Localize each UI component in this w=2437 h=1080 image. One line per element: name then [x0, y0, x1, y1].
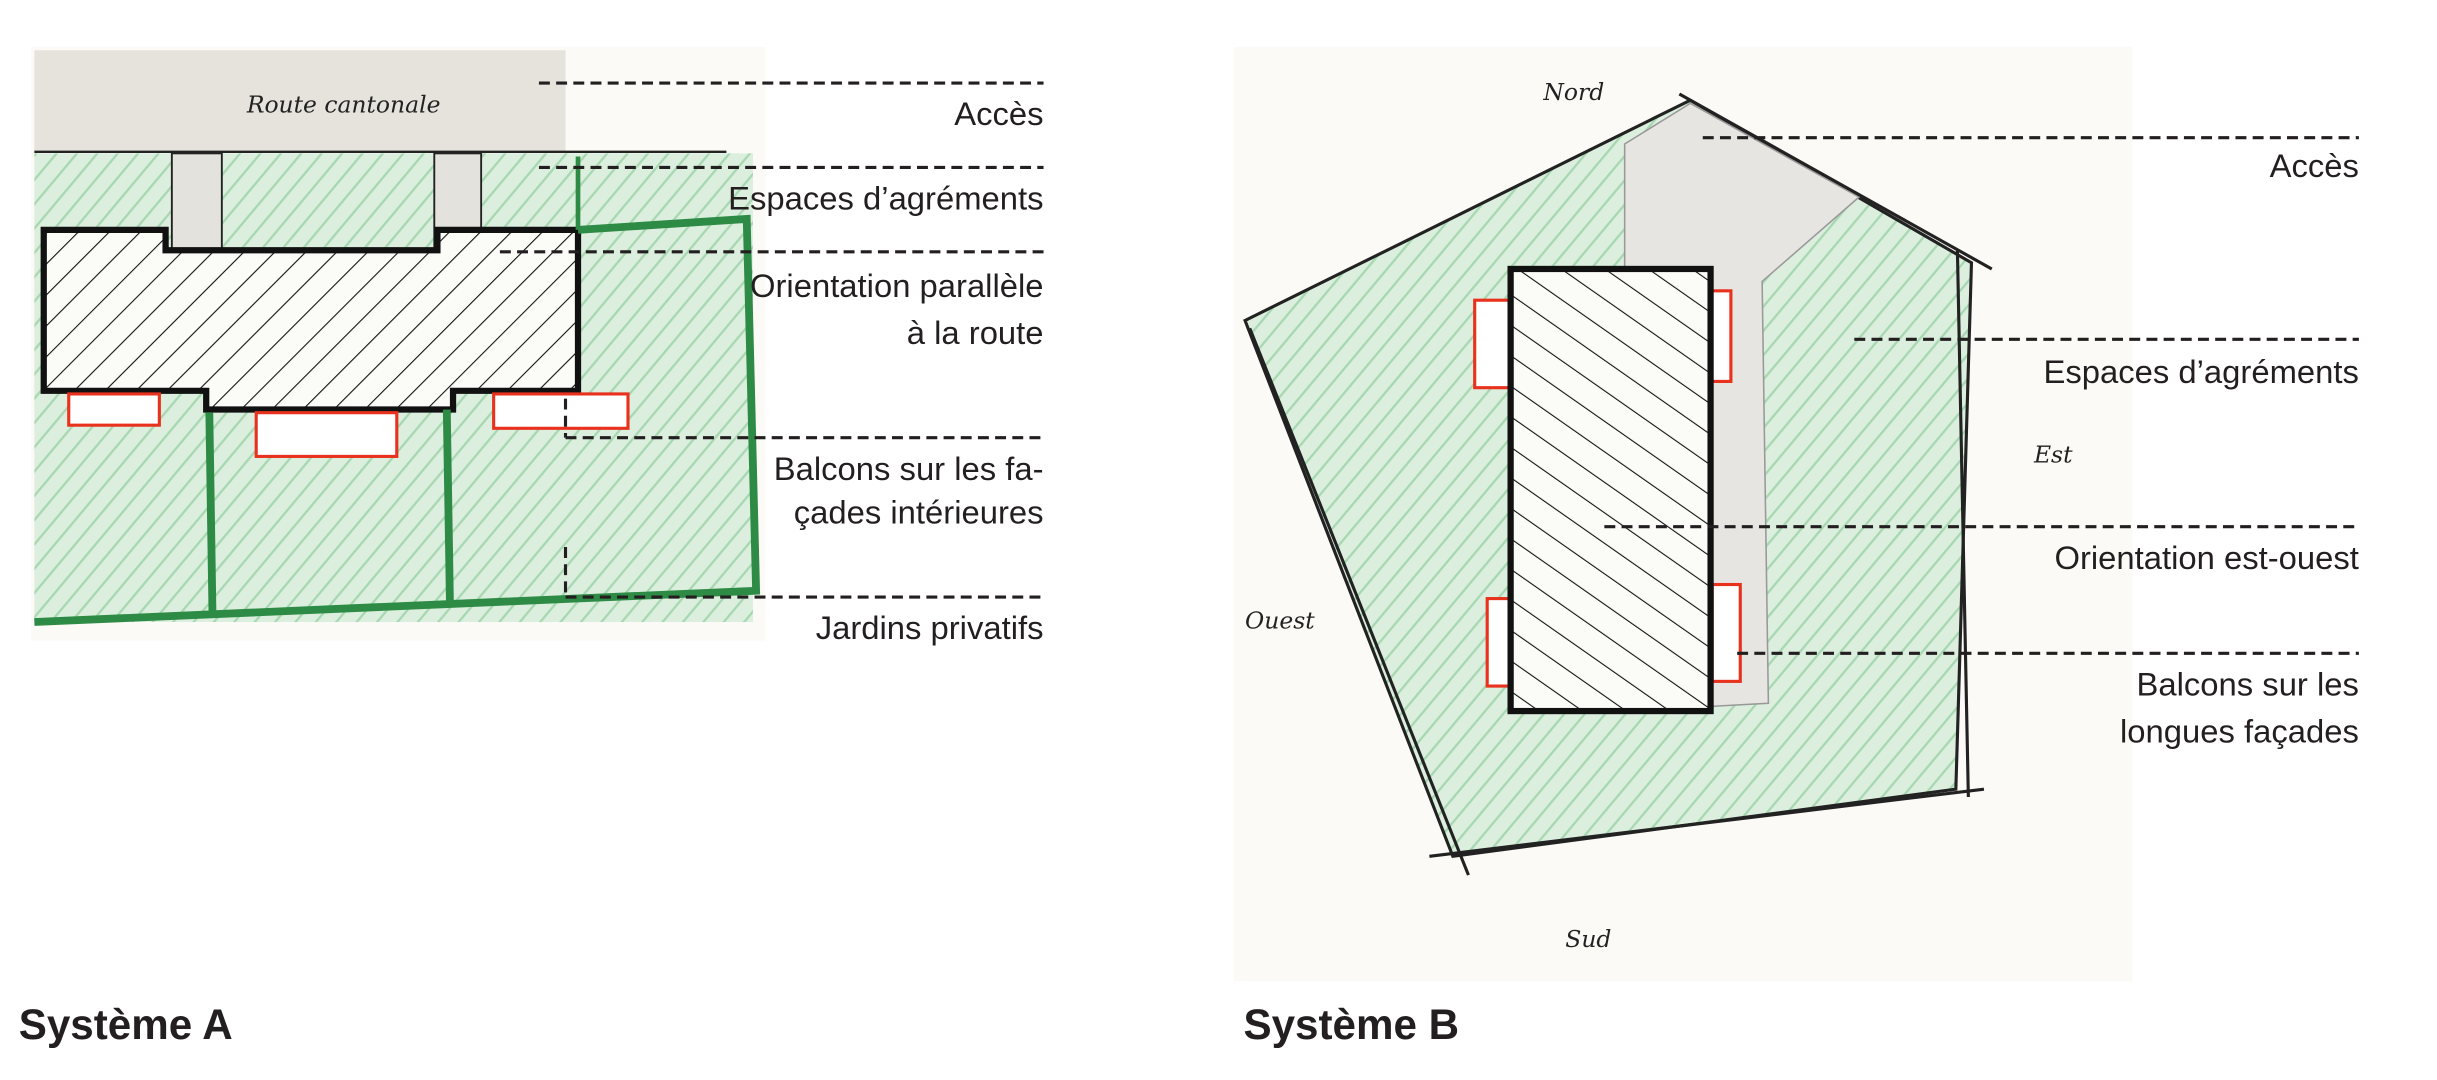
label-a-access: Accès [954, 95, 1043, 132]
label-a-orientation-1: Orientation parallèle [750, 267, 1044, 304]
label-b-access: Accès [2270, 147, 2359, 184]
road-band [34, 50, 566, 152]
compass-west: Ouest [1245, 606, 1315, 634]
label-a-balconies-1: Balcons sur les fa- [774, 450, 1044, 487]
compass-north: Nord [1542, 78, 1604, 106]
system-b-title: Système B [1243, 1001, 1459, 1048]
building-b [1507, 265, 1714, 715]
label-a-balconies-2: çades intérieures [794, 494, 1044, 531]
label-a-gardens: Jardins privatifs [816, 609, 1044, 646]
label-b-orientation: Orientation est-ouest [2054, 539, 2358, 576]
compass-south: Sud [1565, 925, 1611, 953]
balconies-a [67, 392, 630, 458]
access-path-left [170, 152, 223, 252]
label-b-balconies-1: Balcons sur les [2137, 665, 2359, 702]
system-a-sketch: Route cantonale [31, 47, 1044, 641]
label-a-orientation-2: à la route [907, 314, 1044, 351]
system-b-sketch: Nord Est Ouest Sud [1234, 47, 2359, 982]
road-label: Route cantonale [246, 91, 441, 119]
system-a-title: Système A [19, 1001, 233, 1048]
building-a [40, 226, 582, 413]
label-b-amenity: Espaces d’agréments [2044, 353, 2359, 390]
compass-east: Est [2033, 441, 2073, 469]
label-b-balconies-2: longues façades [2120, 712, 2359, 749]
label-a-amenity: Espaces d’agréments [728, 180, 1043, 217]
